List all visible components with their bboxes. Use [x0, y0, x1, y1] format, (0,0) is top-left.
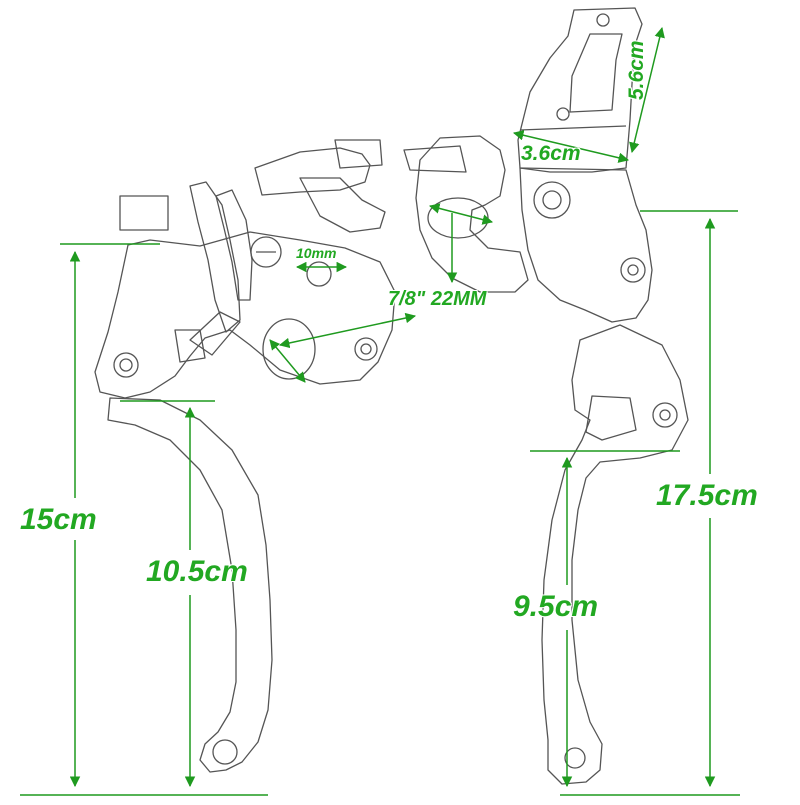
right-brake-lever — [403, 7, 689, 785]
reservoir-width-label: 3.6cm — [521, 142, 581, 165]
left-clutch-lever — [94, 139, 396, 773]
left-total-length-label: 15cm — [20, 503, 97, 536]
bolt-hole-label: 10mm — [296, 245, 337, 261]
reservoir-height-label: 5.6cm — [625, 40, 648, 100]
left-lever-length-label: 10.5cm — [146, 555, 248, 588]
bar-diameter-label: 7/8" 22MM — [388, 288, 487, 310]
dimension-lines — [20, 26, 740, 796]
right-total-length-label: 17.5cm — [656, 479, 758, 512]
right-lever-length-label: 9.5cm — [513, 590, 599, 623]
